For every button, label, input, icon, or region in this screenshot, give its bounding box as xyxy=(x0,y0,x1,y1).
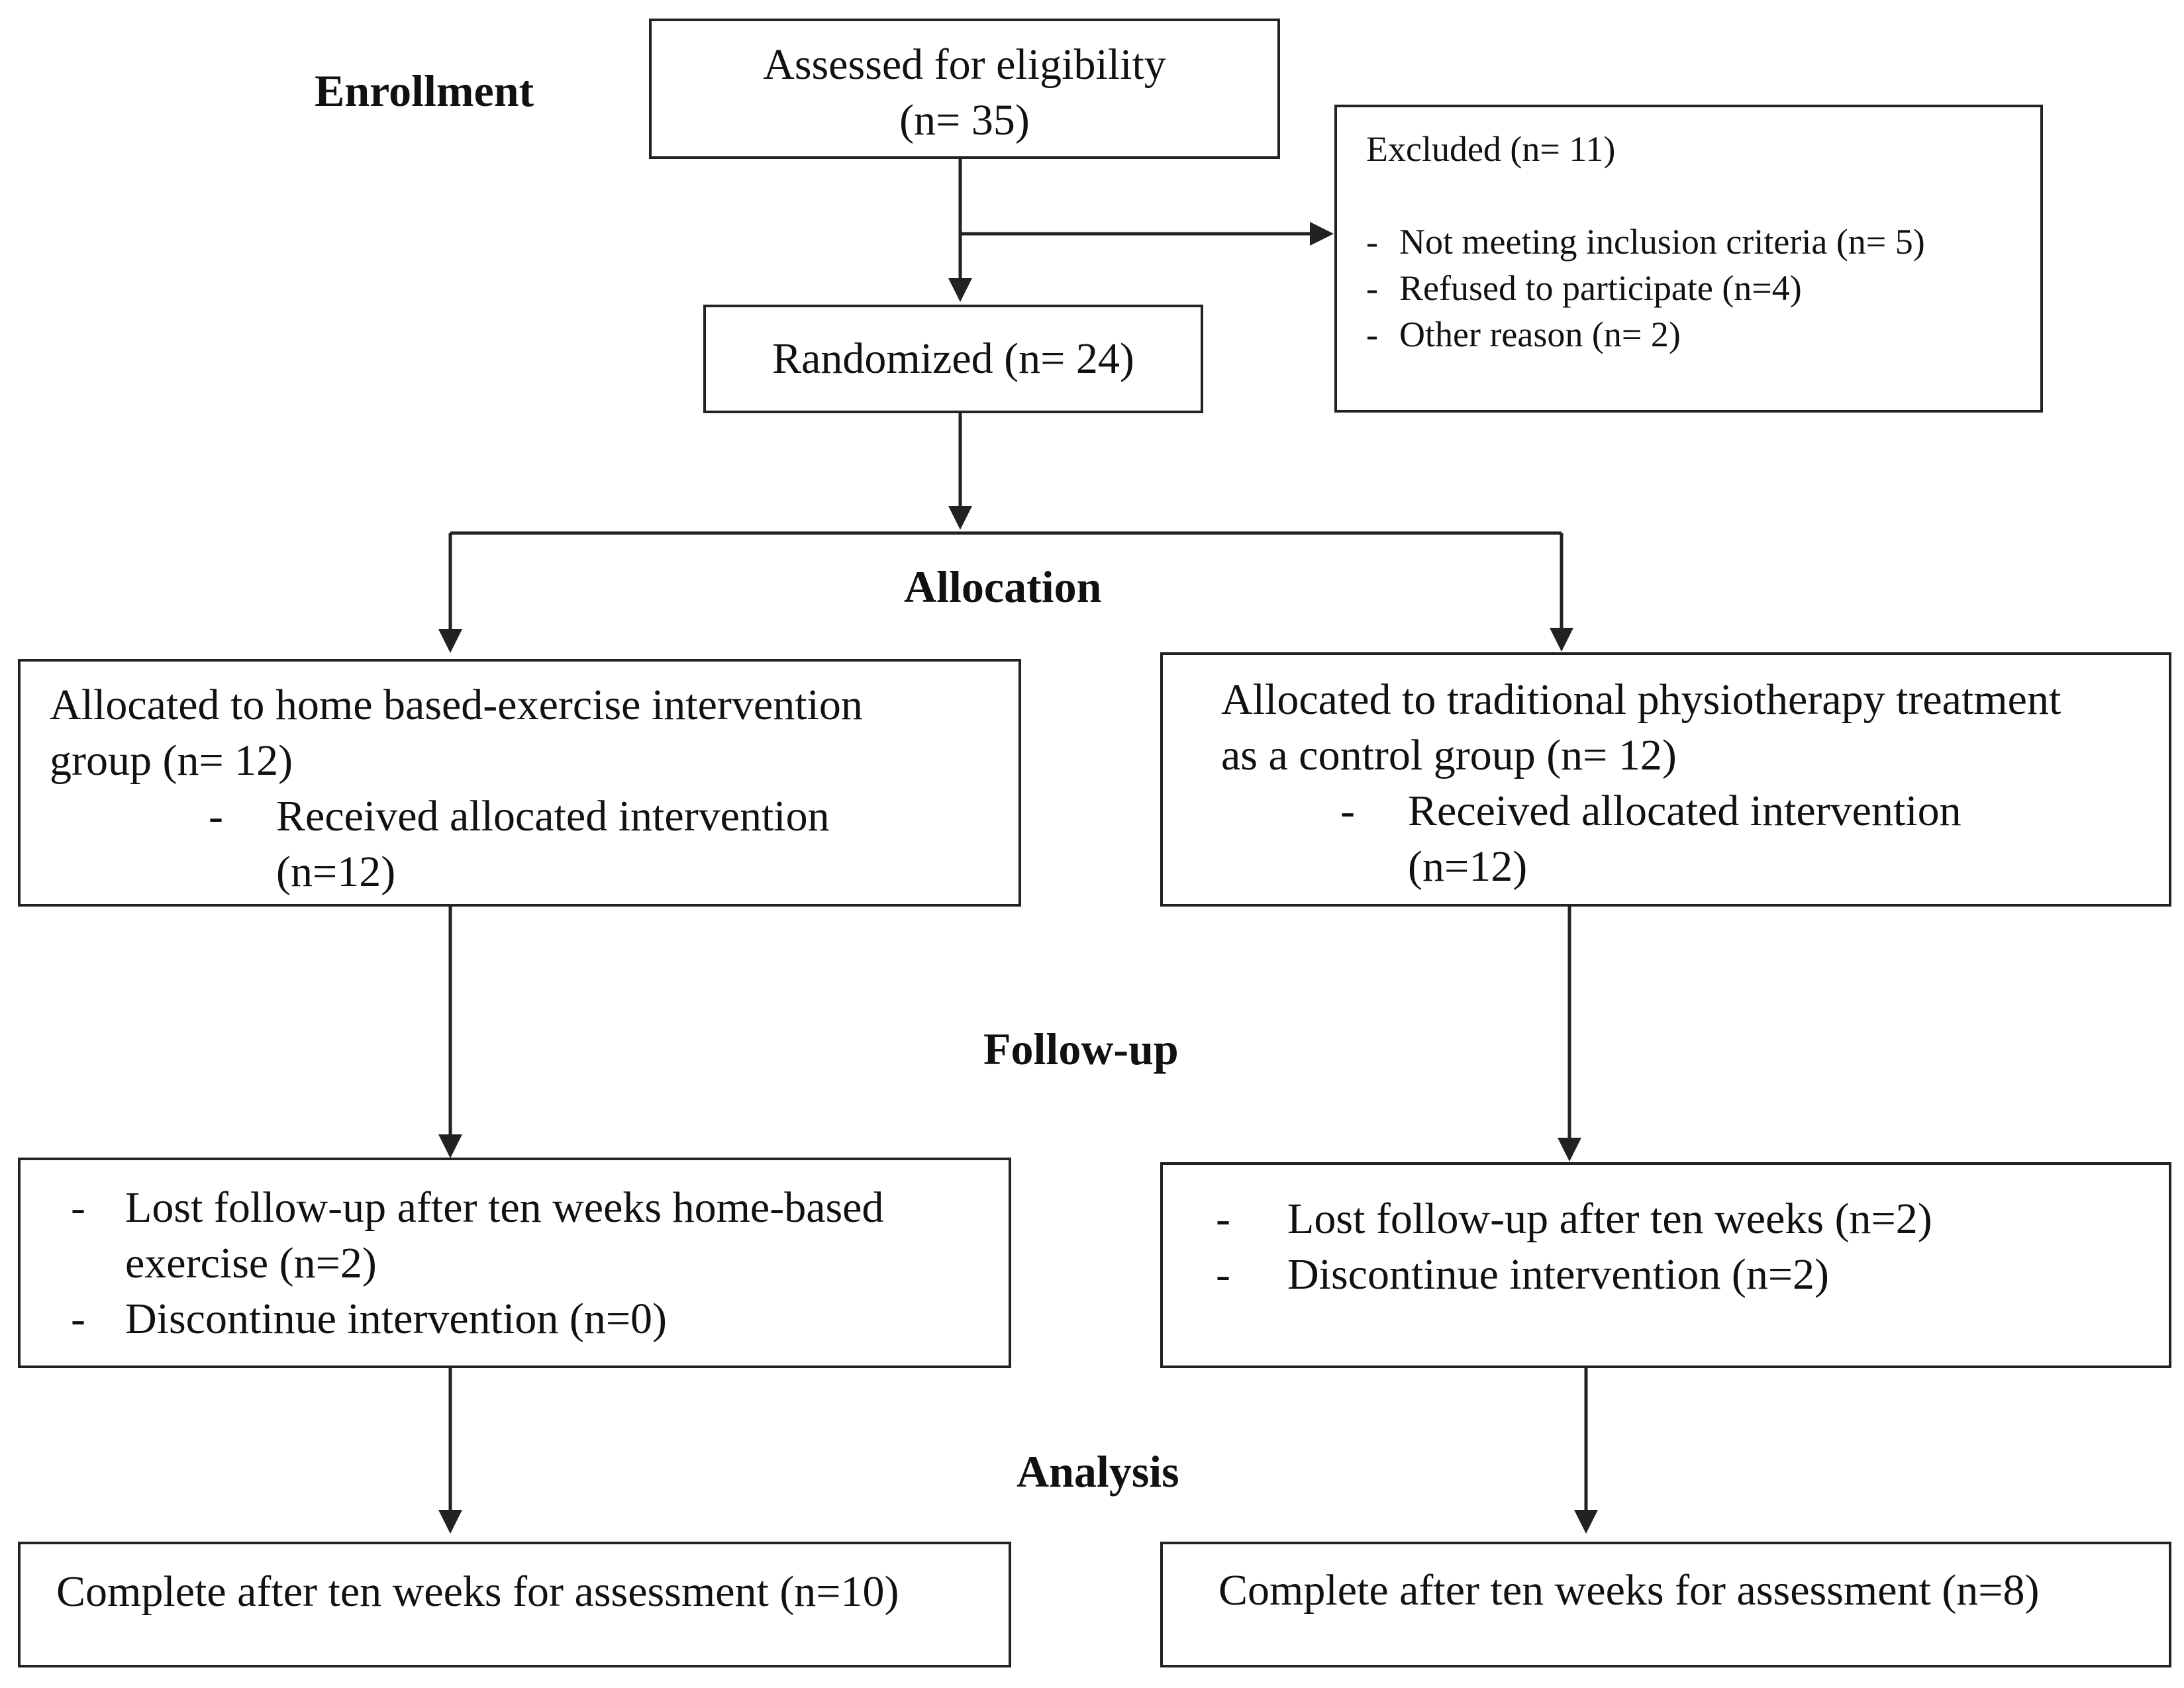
excluded-reason-item: -Refused to participate (n=4) xyxy=(1366,268,1802,308)
stage-label-analysis: Analysis xyxy=(1017,1446,1179,1497)
analysis-left-label: Complete after ten weeks for assessment … xyxy=(56,1567,899,1616)
allocation-right-box: Allocated to traditional physiotherapy t… xyxy=(1160,652,2171,907)
followup-left-box: - Lost follow-up after ten weeks home-ba… xyxy=(18,1158,1011,1368)
followup-left-lost: - Lost follow-up after ten weeks home-ba… xyxy=(71,1183,884,1287)
followup-right-lost: - Lost follow-up after ten weeks (n=2) xyxy=(1216,1195,1932,1243)
followup-right-discontinue: - Discontinue intervention (n=2) xyxy=(1216,1250,1830,1299)
stage-label-allocation: Allocation xyxy=(904,562,1102,612)
assessed-count: (n= 35) xyxy=(899,96,1030,144)
randomized-box: Randomized (n= 24) xyxy=(703,305,1203,413)
excluded-title: Excluded (n= 11) xyxy=(1366,129,1616,169)
stage-label-enrollment: Enrollment xyxy=(315,66,534,116)
excluded-reason-item: -Other reason (n= 2) xyxy=(1366,315,1681,354)
allocation-right-received: - Received allocated intervention (n=12) xyxy=(1340,787,1961,891)
allocation-left-title: Allocated to home based-exercise interve… xyxy=(50,681,863,729)
analysis-left-box: Complete after ten weeks for assessment … xyxy=(18,1542,1011,1667)
assessed-label: Assessed for eligibility xyxy=(763,40,1166,89)
analysis-right-label: Complete after ten weeks for assessment … xyxy=(1218,1566,2040,1614)
allocation-right-count: as a control group (n= 12) xyxy=(1221,731,1677,779)
excluded-box: Excluded (n= 11) -Not meeting inclusion … xyxy=(1334,105,2043,413)
followup-left-discontinue: - Discontinue intervention (n=0) xyxy=(71,1295,668,1343)
followup-right-box: - Lost follow-up after ten weeks (n=2) -… xyxy=(1160,1162,2171,1368)
allocation-right-title: Allocated to traditional physiotherapy t… xyxy=(1221,675,2061,724)
stage-label-follow-up: Follow-up xyxy=(983,1024,1179,1074)
randomized-label: Randomized (n= 24) xyxy=(772,334,1134,383)
excluded-reason-item: -Not meeting inclusion criteria (n= 5) xyxy=(1366,222,1925,262)
assessed-box: Assessed for eligibility (n= 35) xyxy=(649,19,1280,159)
allocation-left-received: - Received allocated intervention (n=12) xyxy=(209,792,830,896)
allocation-left-box: Allocated to home based-exercise interve… xyxy=(18,659,1021,907)
analysis-right-box: Complete after ten weeks for assessment … xyxy=(1160,1542,2171,1667)
allocation-left-count: group (n= 12) xyxy=(50,736,293,785)
